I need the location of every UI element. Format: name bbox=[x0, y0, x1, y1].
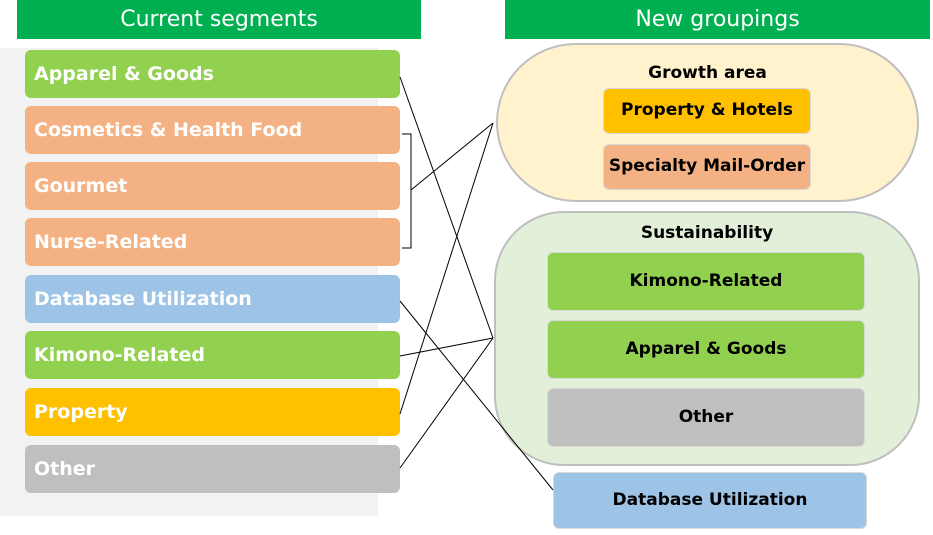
growth-item-specialty-mail-order: Specialty Mail-Order bbox=[603, 144, 811, 190]
segment-nurse-related: Nurse-Related bbox=[25, 218, 400, 266]
current-segments-header: Current segments bbox=[17, 0, 421, 39]
sustain-item-kimono-related: Kimono-Related bbox=[547, 252, 865, 311]
growth-item-property-hotels: Property & Hotels bbox=[603, 88, 811, 134]
segment-kimono-related: Kimono-Related bbox=[25, 331, 400, 379]
segment-property: Property bbox=[25, 388, 400, 436]
other-to-sustain-line bbox=[399, 337, 494, 469]
property-to-growth-line bbox=[399, 122, 494, 415]
sustain-item-apparel-goods: Apparel & Goods bbox=[547, 320, 865, 379]
segment-gourmet: Gourmet bbox=[25, 162, 400, 210]
segment-database-utilization: Database Utilization bbox=[25, 275, 400, 323]
sustainability-title: Sustainability bbox=[640, 223, 774, 243]
apparel-to-sustain-line bbox=[399, 76, 494, 339]
segment-cosmetics-health-food: Cosmetics & Health Food bbox=[25, 106, 400, 154]
sustain-item-other: Other bbox=[547, 388, 865, 447]
segment-other: Other bbox=[25, 445, 400, 493]
segment-apparel-goods: Apparel & Goods bbox=[25, 50, 400, 98]
standalone-database-utilization: Database Utilization bbox=[553, 472, 867, 529]
kimono-to-sustain-line bbox=[399, 337, 494, 357]
new-groupings-header: New groupings bbox=[505, 0, 930, 39]
food-group-to-growth-line bbox=[410, 122, 494, 191]
cosmetics-to-nurse-bracket bbox=[402, 133, 412, 249]
growth-area-title: Growth area bbox=[648, 63, 767, 83]
